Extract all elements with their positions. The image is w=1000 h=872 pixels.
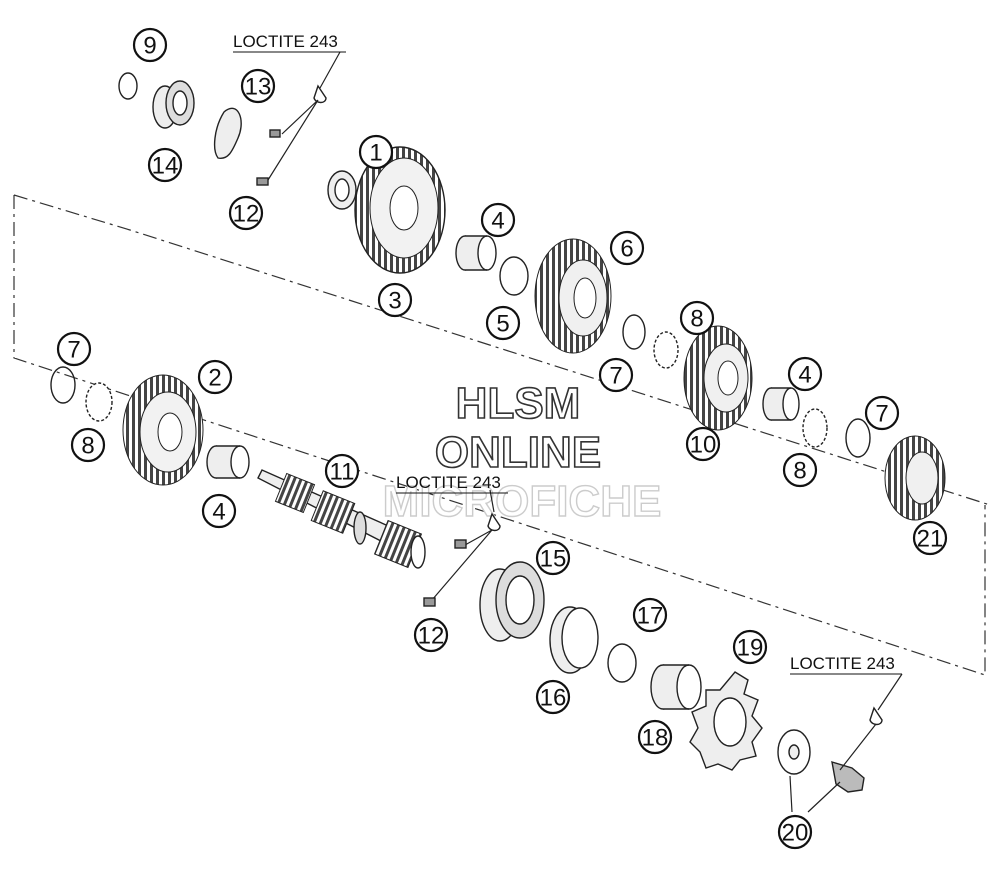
circlip-part-7-right: [845, 418, 871, 458]
callout-c18: 18: [637, 719, 673, 755]
callout-label: 16: [540, 685, 567, 712]
callout-c9: 9: [132, 27, 168, 63]
callout-c7b: 7: [56, 331, 92, 367]
loctite-label-3: LOCTITE 243: [790, 654, 902, 675]
callout-label: 19: [737, 635, 764, 662]
splined-washer-part-8-right: [802, 408, 828, 448]
bushing-part-4-left: [206, 445, 250, 479]
splined-washer-part-8-left: [85, 382, 113, 422]
callout-label: 8: [81, 433, 94, 460]
sprocket-part-19: [689, 671, 763, 771]
callout-label: 11: [330, 459, 355, 486]
watermark-line1: HLSM: [456, 379, 581, 428]
callout-c14: 14: [147, 147, 183, 183]
callout-c8a: 8: [679, 300, 715, 336]
callout-label: 21: [917, 526, 944, 553]
callout-label: 13: [245, 74, 272, 101]
callout-c6: 6: [609, 230, 645, 266]
callout-label: 7: [67, 337, 80, 364]
washer-part-5: [499, 256, 529, 296]
gear-part-10: [683, 325, 753, 431]
loctite-drop-icon-2: [487, 512, 501, 532]
callout-c3: 3: [377, 282, 413, 318]
callout-label: 17: [637, 603, 664, 630]
spacer-part-18: [650, 664, 702, 710]
circlip-part-7-left: [50, 366, 76, 404]
loctite-label-1: LOCTITE 243: [233, 32, 346, 53]
callout-label: 3: [388, 288, 401, 315]
bushing-part-4-upper: [455, 235, 497, 271]
callout-c20: 20: [777, 814, 813, 850]
bearing-part-15: [479, 561, 545, 642]
callout-label: 8: [690, 306, 703, 333]
bearing-part-14: [152, 80, 195, 129]
bracket-part-13: [213, 107, 242, 159]
callout-c19: 19: [732, 629, 768, 665]
callout-c4c: 4: [787, 356, 823, 392]
loctite-drop-icon-1: [313, 84, 327, 104]
callout-label: 4: [212, 499, 225, 526]
svg-text:LOCTITE 243: LOCTITE 243: [396, 473, 501, 492]
gear-part-21: [884, 435, 946, 521]
callout-label: 1: [369, 140, 382, 167]
callout-c16: 16: [535, 679, 571, 715]
callout-label: 7: [609, 363, 622, 390]
seal-part-16: [549, 606, 599, 674]
callout-label: 15: [540, 546, 567, 573]
watermark-line2: ONLINE: [435, 428, 601, 477]
callout-label: 10: [690, 432, 717, 459]
watermark: HLSM ONLINE MICROFICHE: [382, 378, 662, 527]
watermark-line3: MICROFICHE: [383, 477, 662, 526]
callout-label: 6: [620, 236, 633, 263]
callout-c8c: 8: [782, 452, 818, 488]
callout-c2: 2: [197, 359, 233, 395]
callout-label: 18: [642, 725, 669, 752]
callout-c4a: 4: [480, 202, 516, 238]
callout-label: 12: [418, 623, 445, 650]
callout-label: 2: [208, 365, 221, 392]
screw-part-12-lower: [423, 539, 467, 607]
callout-label: 9: [143, 33, 156, 60]
loctite-label-2: LOCTITE 243: [396, 473, 508, 494]
callout-c10: 10: [685, 426, 721, 462]
callout-c5: 5: [485, 305, 521, 341]
callout-c4b: 4: [201, 493, 237, 529]
callout-label: 12: [233, 201, 260, 228]
callout-c17: 17: [632, 597, 668, 633]
splined-washer-part-8-mid: [653, 331, 679, 369]
gear-part-6: [534, 238, 612, 354]
callout-label: 4: [798, 362, 811, 389]
callout-label: 4: [491, 208, 504, 235]
washer-bolt-part-20: [777, 729, 865, 793]
callout-c7a: 7: [598, 357, 634, 393]
callout-label: 20: [782, 820, 809, 847]
callout-c11: 11: [324, 453, 360, 489]
circlip-part-7-mid: [622, 314, 646, 350]
callout-label: 14: [152, 153, 179, 180]
callout-c1: 1: [358, 134, 394, 170]
oring-part-17: [607, 643, 637, 683]
gear-part-2: [122, 374, 204, 486]
screw-part-12-upper: [256, 129, 281, 186]
circlip-part-9: [118, 72, 138, 100]
shaft-part-11: [257, 469, 426, 569]
callout-c21: 21: [912, 520, 948, 556]
callout-c15: 15: [535, 540, 571, 576]
bushing-part-4-right: [762, 387, 800, 421]
callout-c7c: 7: [864, 395, 900, 431]
callout-c12b: 12: [413, 617, 449, 653]
gear-part-3: [354, 146, 446, 274]
callout-label: 8: [793, 458, 806, 485]
callout-c13: 13: [240, 68, 276, 104]
callout-c8b: 8: [70, 427, 106, 463]
callout-label: 5: [496, 311, 509, 338]
loctite-drop-icon-3: [869, 706, 883, 726]
callout-c12a: 12: [228, 195, 264, 231]
callout-label: 7: [875, 401, 888, 428]
svg-text:LOCTITE 243: LOCTITE 243: [790, 654, 895, 673]
svg-text:LOCTITE 243: LOCTITE 243: [233, 32, 338, 51]
